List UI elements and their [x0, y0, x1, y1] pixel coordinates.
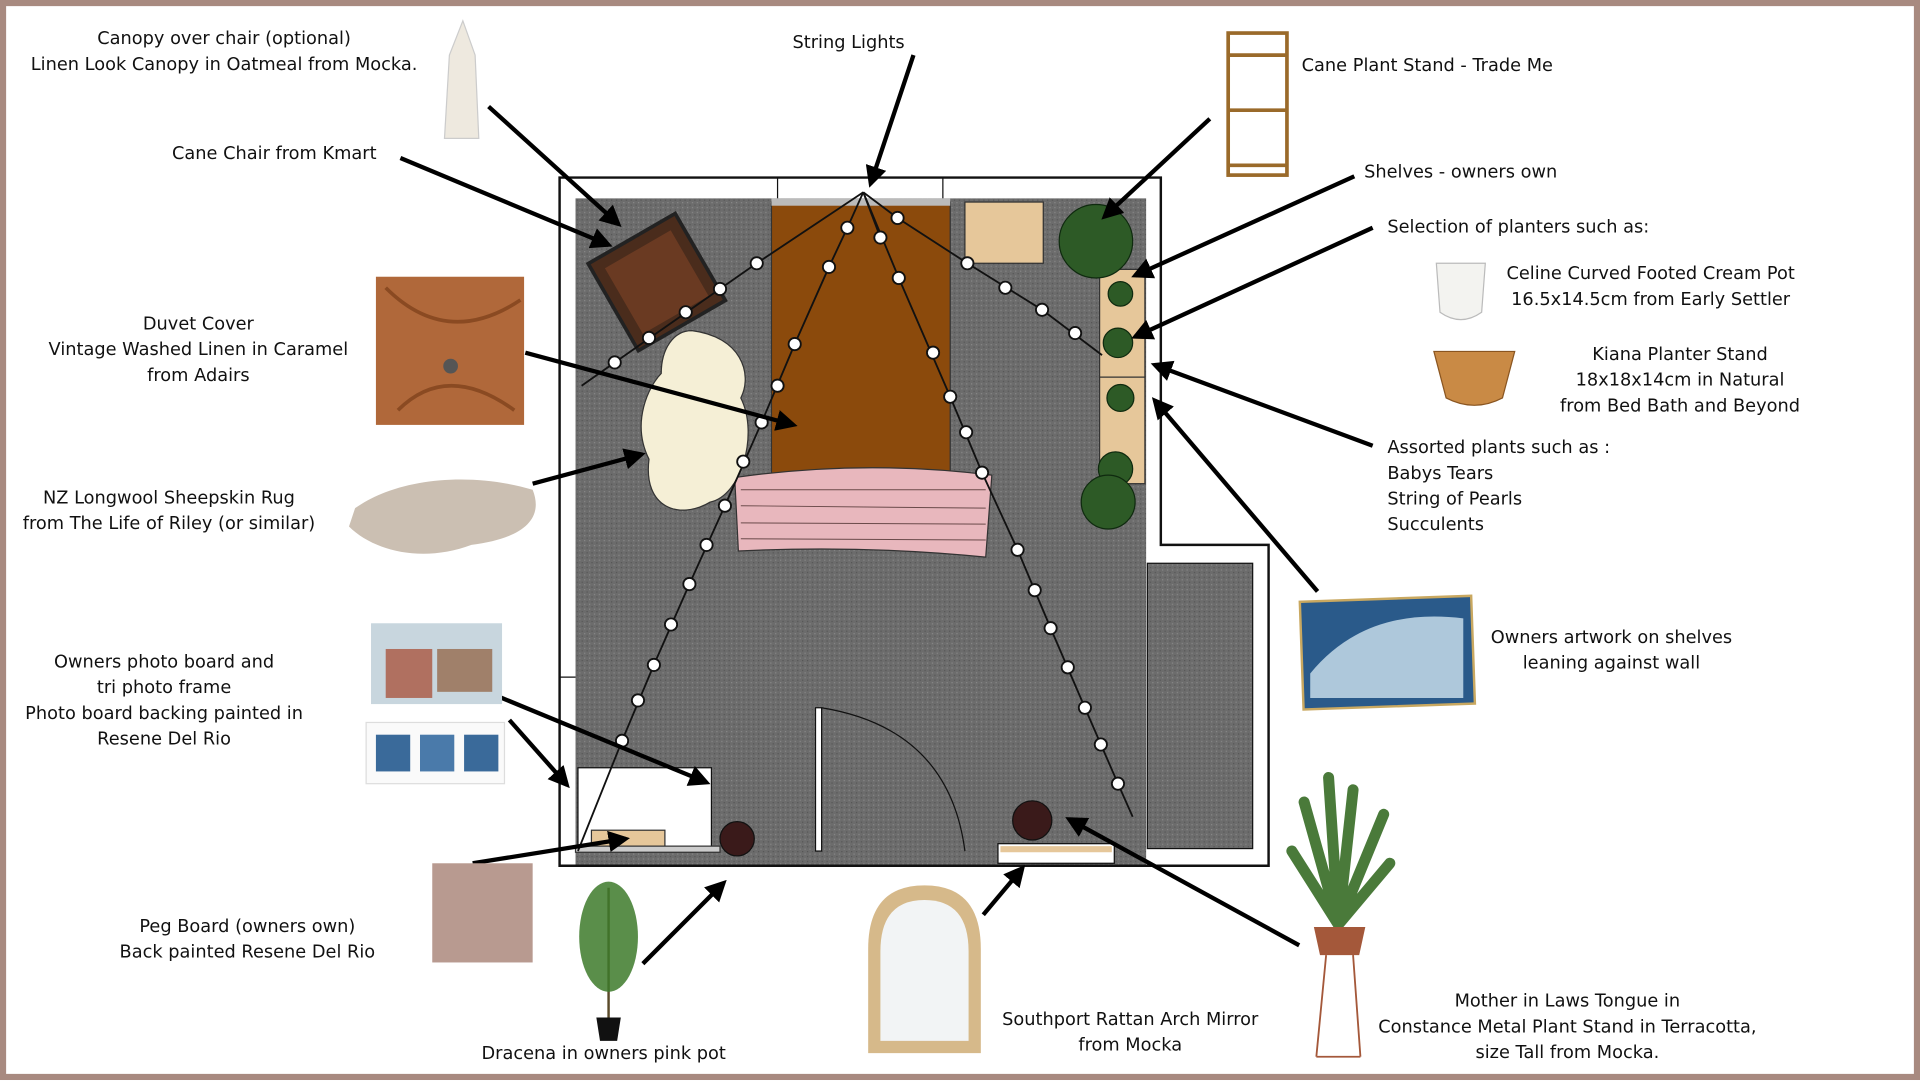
- mother-in-laws-tongue-plan: [1012, 800, 1053, 841]
- pink-blanket: [734, 467, 993, 558]
- celine-pot-image: [1435, 262, 1486, 321]
- tri-photo-frame-image: [365, 721, 506, 785]
- bedside-table: [964, 201, 1044, 264]
- dracena-plan: [719, 821, 755, 857]
- string-lights-label: String Lights: [792, 33, 905, 53]
- sheepskin-image: [348, 479, 536, 554]
- cane-plant-stand-label: Cane Plant Stand - Trade Me: [1301, 56, 1553, 76]
- sheepskin-rug-plan: [640, 330, 749, 511]
- door: [814, 707, 823, 852]
- peg-board-label: Peg Board (owners own)Back painted Resen…: [119, 917, 376, 963]
- planters-intro-label: Selection of planters such as:: [1387, 217, 1650, 238]
- cane-plant-stand-image: [1226, 31, 1289, 177]
- kiana-planter-image: [1433, 350, 1516, 406]
- photo-board-image: [371, 623, 503, 705]
- dracena-image: [579, 881, 638, 1041]
- canopy-label: Canopy over chair (optional)Linen Look C…: [30, 29, 418, 75]
- room-floor-plan: [558, 176, 1270, 867]
- canopy-image: [443, 19, 480, 139]
- artwork-image: [1298, 594, 1477, 711]
- shelf-plants: [1058, 203, 1136, 530]
- dracena-label: Dracena in owners pink pot: [481, 1044, 726, 1065]
- string-light-bulbs: [607, 210, 1126, 791]
- duvet-image: [375, 276, 525, 425]
- mirror-image: [868, 885, 981, 1054]
- floor-plan-and-images: [348, 19, 1516, 1058]
- callout-arrows: [399, 54, 1374, 966]
- mother-in-laws-tongue-image: [1286, 772, 1396, 1058]
- cane-chair-label: Cane Chair from Kmart: [172, 144, 377, 165]
- bed-duvet: [770, 201, 951, 479]
- del-rio-swatch: [432, 863, 533, 963]
- shelves-label: Shelves - owners own: [1364, 162, 1558, 183]
